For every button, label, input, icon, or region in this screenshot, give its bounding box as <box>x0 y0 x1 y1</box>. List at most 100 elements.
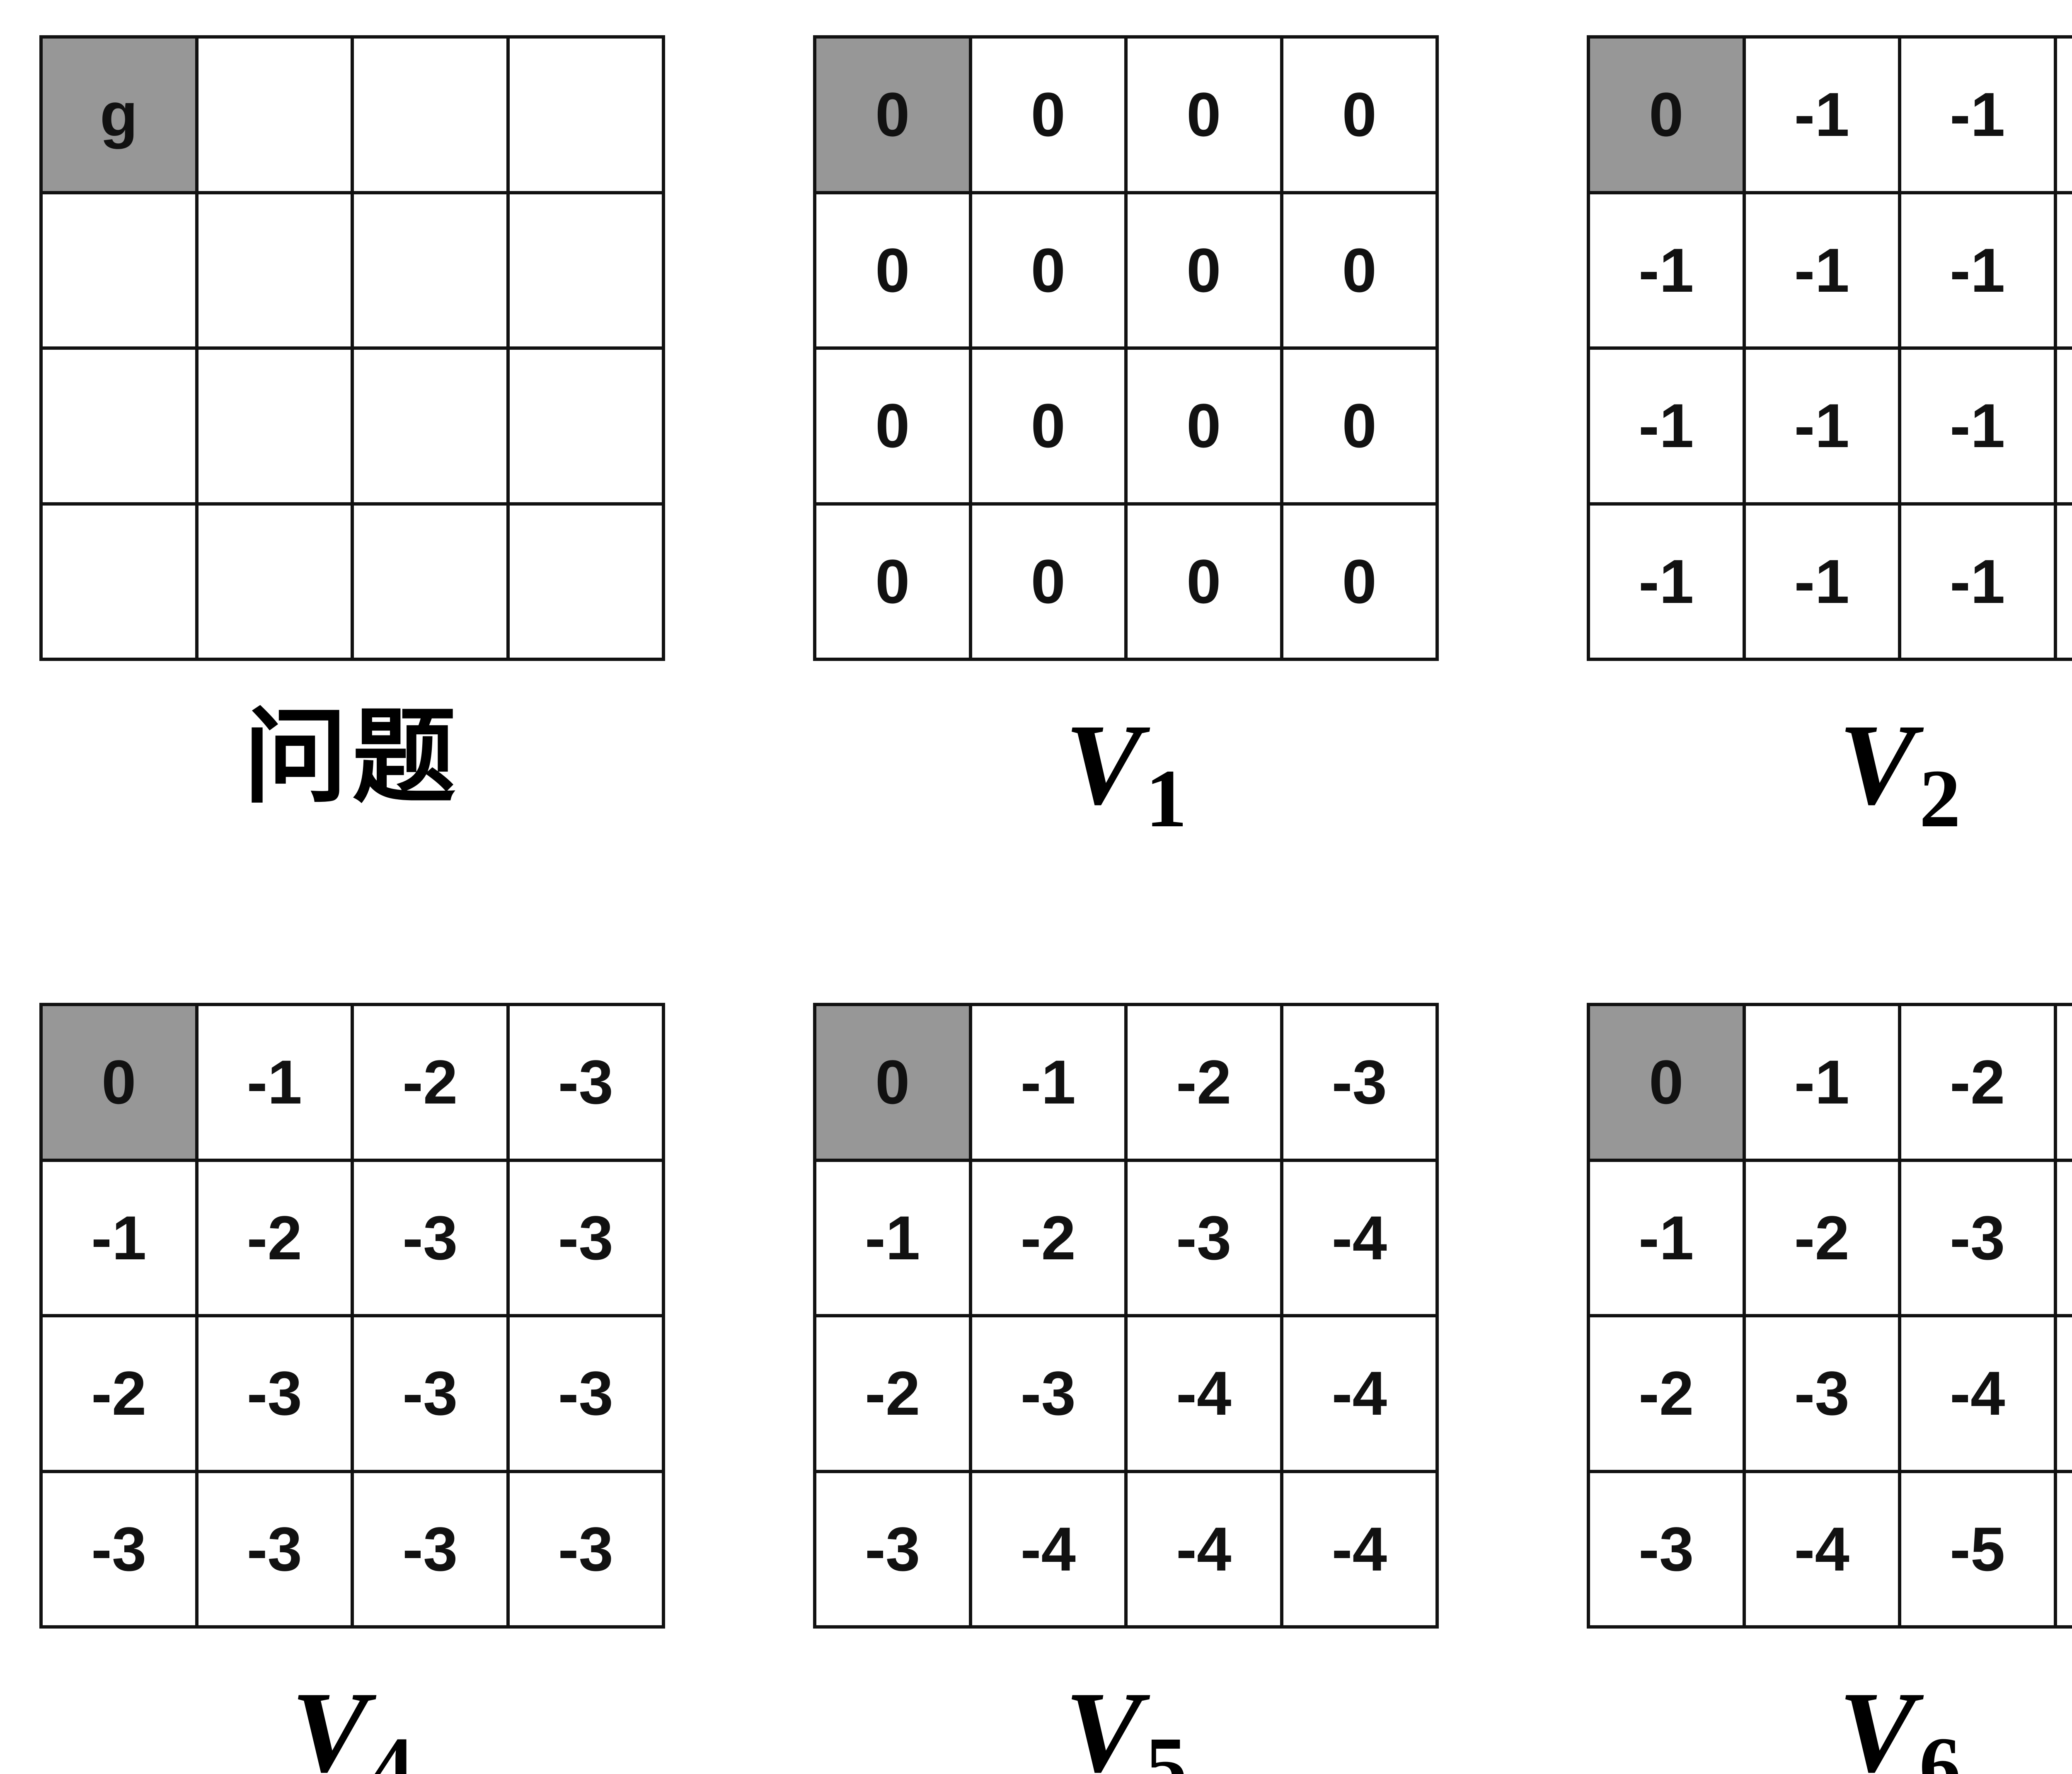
grid-cell: 0 <box>1283 39 1435 191</box>
grid-cell: -1 <box>1901 350 2054 502</box>
figure-label: V 1 <box>1065 700 1187 840</box>
figure-label-text: V <box>1065 700 1143 829</box>
figure-label: 问题 <box>244 707 461 810</box>
goal-cell: 0 <box>816 1006 969 1159</box>
figure-v6: 0-1-2-3-1-2-3-4-2-3-4-5-3-4-5-5 V 6 <box>1587 1003 2072 1774</box>
grid-cell <box>354 350 506 502</box>
grid-cell: -1 <box>1745 194 1898 346</box>
grid-cell: -1 <box>43 1162 195 1314</box>
grid-cell <box>198 194 351 346</box>
grid-cell: -2 <box>816 1317 969 1470</box>
grid-cell <box>43 505 195 658</box>
grid-cell: 0 <box>1128 194 1280 346</box>
grid-cell: -5 <box>1901 1473 2054 1625</box>
goal-cell: 0 <box>816 39 969 191</box>
grid-cell: 0 <box>972 350 1124 502</box>
grid-cell: 0 <box>1128 39 1280 191</box>
figure-v5: 0-1-2-3-1-2-3-4-2-3-4-4-3-4-4-4 V 5 <box>813 1003 1439 1774</box>
grid-cell <box>354 505 506 658</box>
grid-cell: -3 <box>1745 1317 1898 1470</box>
grid-cell: -1 <box>1590 194 1743 346</box>
grid-cell: -4 <box>2057 1162 2072 1314</box>
goal-cell: g <box>43 39 195 191</box>
grid-cell: -4 <box>1283 1162 1435 1314</box>
grid-cell: 0 <box>1283 350 1435 502</box>
grid-cell <box>354 194 506 346</box>
grid-cell: 0 <box>1128 505 1280 658</box>
grid-cell: -4 <box>1283 1317 1435 1470</box>
grid-cell: -2 <box>972 1162 1124 1314</box>
goal-cell: 0 <box>1590 1006 1743 1159</box>
grid-cell: -1 <box>1590 350 1743 502</box>
grid-cell: -2 <box>1745 1162 1898 1314</box>
grid-cell <box>509 194 662 346</box>
grid-cell: -2 <box>1590 1317 1743 1470</box>
grid-cell <box>509 39 662 191</box>
figure-label: V 4 <box>291 1674 414 1774</box>
grid-cell: 0 <box>1128 350 1280 502</box>
grid-cell: 0 <box>816 505 969 658</box>
figure-label-text: V <box>1065 1668 1143 1774</box>
grid-cell: -1 <box>1745 39 1898 191</box>
grid-cell: -3 <box>354 1162 506 1314</box>
value-grid-v5: 0-1-2-3-1-2-3-4-2-3-4-4-3-4-4-4 <box>813 1003 1439 1629</box>
value-grid-v6: 0-1-2-3-1-2-3-4-2-3-4-5-3-4-5-5 <box>1587 1003 2072 1629</box>
grid-cell: -4 <box>972 1473 1124 1625</box>
grid-cell: -1 <box>1745 350 1898 502</box>
grid-cell: -3 <box>2057 1006 2072 1159</box>
grid-cell: -2 <box>198 1162 351 1314</box>
grid-cell: -3 <box>1590 1473 1743 1625</box>
figure-label-text: V <box>1838 700 1916 829</box>
grid-cell: -4 <box>1128 1317 1280 1470</box>
grid-cell: -2 <box>1901 1006 2054 1159</box>
grid-cell: -3 <box>509 1473 662 1625</box>
grid-cell: -1 <box>1901 505 2054 658</box>
grid-cell: -1 <box>1745 1006 1898 1159</box>
goal-cell: 0 <box>1590 39 1743 191</box>
figure-label-subscript: 6 <box>1919 1721 1961 1774</box>
grid-cell: -3 <box>509 1162 662 1314</box>
grid-cell: -1 <box>1590 505 1743 658</box>
value-grid-v2: 0-1-1-1-1-1-1-1-1-1-1-1-1-1-1-1 <box>1587 35 2072 661</box>
grid-cell: 0 <box>1283 505 1435 658</box>
grid-cell <box>509 505 662 658</box>
grid-cell: -4 <box>1901 1317 2054 1470</box>
figure-problem: g 问题 <box>39 35 665 823</box>
grid-cell: -4 <box>1745 1473 1898 1625</box>
value-grid-problem: g <box>39 35 665 661</box>
grid-cell: -3 <box>354 1317 506 1470</box>
grid-cell: 0 <box>816 194 969 346</box>
goal-cell: 0 <box>43 1006 195 1159</box>
grid-cell <box>509 350 662 502</box>
figure-label-text: 问题 <box>244 701 461 816</box>
figure-label-subscript: 5 <box>1145 1721 1187 1774</box>
grid-cell: -5 <box>2057 1317 2072 1470</box>
grid-cell: -3 <box>1901 1162 2054 1314</box>
figure-label-text: V <box>291 1668 369 1774</box>
figure-v2: 0-1-1-1-1-1-1-1-1-1-1-1-1-1-1-1 V 2 <box>1587 35 2072 840</box>
grid-cell <box>198 350 351 502</box>
grid-cell <box>43 194 195 346</box>
grid-cell: -1 <box>972 1006 1124 1159</box>
grid-cell <box>43 350 195 502</box>
figure-label-subscript: 2 <box>1919 753 1961 845</box>
figure-label-text: V <box>1838 1668 1916 1774</box>
grid-cell: -3 <box>972 1317 1124 1470</box>
grid-cell: -3 <box>816 1473 969 1625</box>
grid-cell: -1 <box>1590 1162 1743 1314</box>
figure-label: V 6 <box>1839 1674 1961 1774</box>
grid-cell: -3 <box>198 1317 351 1470</box>
grid-cell: -3 <box>1128 1162 1280 1314</box>
grid-cell: -4 <box>1128 1473 1280 1625</box>
grid-cell <box>354 39 506 191</box>
figure-label-subscript: 4 <box>372 1721 414 1774</box>
figure-row-2: 0-1-2-3-1-2-3-3-2-3-3-3-3-3-3-3 V 4 0-1-… <box>39 1003 2072 1774</box>
grid-cell: -3 <box>1283 1006 1435 1159</box>
grid-cell: -1 <box>816 1162 969 1314</box>
grid-cell: 0 <box>816 350 969 502</box>
grid-cell: -2 <box>354 1006 506 1159</box>
